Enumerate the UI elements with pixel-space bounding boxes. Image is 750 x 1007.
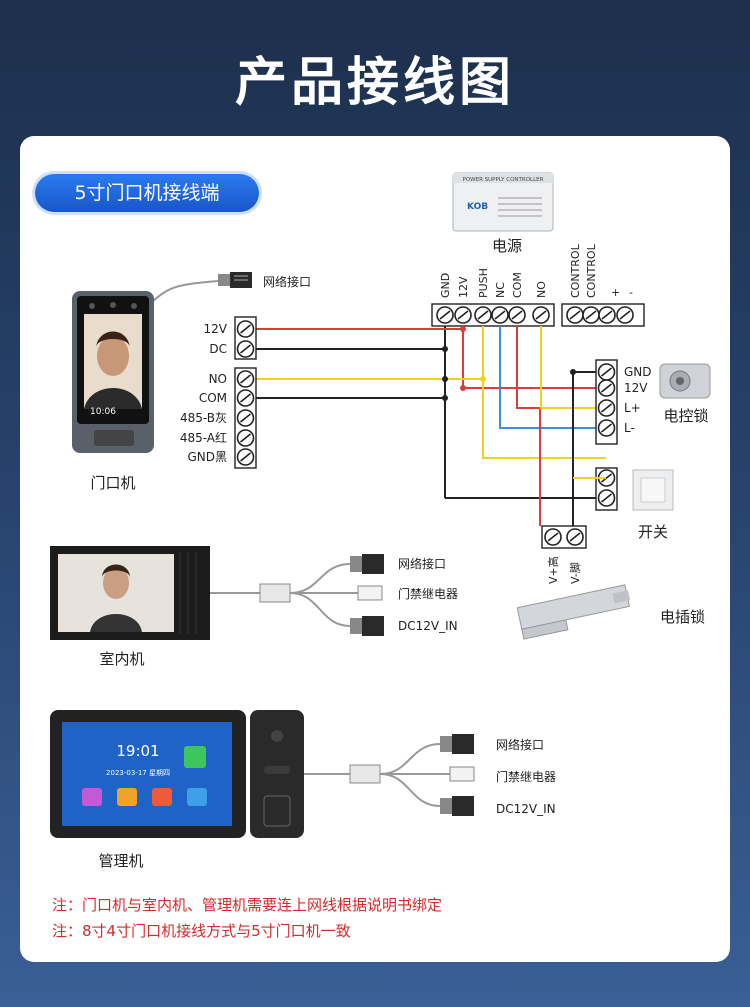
power-plate-header: POWER SUPPLY CONTROLLER xyxy=(463,177,544,183)
door-screen-time: 10:06 xyxy=(90,407,116,417)
lock-terminal-screw xyxy=(597,363,616,381)
control-terminal-screw xyxy=(582,306,600,324)
power-terminal-screw xyxy=(508,306,526,324)
indoor-cable-dc: DC12V_IN xyxy=(398,619,458,633)
lock-terminal-screw xyxy=(597,379,616,397)
wiring-diagram: POWER SUPPLY CONTROLLER KOB 电源 GND 12V PUS… xyxy=(50,172,711,870)
management-unit-device xyxy=(50,710,304,838)
diagram-card: 5寸门口机接线端 POWER SUPPLY CONTROLLER KOB 电源 … xyxy=(20,136,730,962)
network-connector-icon xyxy=(218,272,252,288)
management-relay-connector-icon xyxy=(449,766,475,782)
note-1: 注：门口机与室内机、管理机需要连上网线根据说明书绑定 xyxy=(52,896,443,914)
door-terminal-screw xyxy=(236,370,255,388)
lock-terminal-screw xyxy=(597,419,616,437)
control-terminal-label-3: - xyxy=(629,286,633,299)
management-cable-relay: 门禁继电器 xyxy=(496,769,556,784)
indoor-dc-connector-icon xyxy=(350,616,384,636)
door-terminal-label-2: NO xyxy=(209,372,227,386)
indoor-monitor-label: 室内机 xyxy=(99,650,144,668)
bolt-terminal-screw xyxy=(566,528,584,546)
indoor-cable-relay: 门禁继电器 xyxy=(398,586,458,601)
power-terminal-label-4: COM xyxy=(511,272,524,298)
section-title: 5寸门口机接线端 xyxy=(35,174,259,212)
switch-terminal-screw xyxy=(597,489,616,507)
power-terminal-screw xyxy=(436,306,454,324)
management-cable-network: 网络接口 xyxy=(496,737,544,752)
lock-terminal-label-3: L- xyxy=(624,421,635,435)
power-terminal-screw xyxy=(474,306,492,324)
power-brand: KOB xyxy=(467,202,488,212)
power-terminal-label-0: GND xyxy=(439,273,452,298)
bolt-terminal-screw xyxy=(544,528,562,546)
control-terminal-label-1: CONTROL xyxy=(585,243,598,298)
door-terminal-label-5: 485-A红 xyxy=(180,430,227,445)
indoor-monitor-device xyxy=(50,546,210,640)
electric-bolt-lock-icon xyxy=(516,584,631,640)
management-cable-dc: DC12V_IN xyxy=(496,802,556,816)
switch-label: 开关 xyxy=(638,523,668,541)
management-screen-date: 2023-03-17 星期四 xyxy=(106,769,170,777)
bolt-terminal-label-1: V-脚 xyxy=(568,562,582,584)
management-cable-splitter xyxy=(349,764,381,784)
door-terminal-label-4: 485-B灰 xyxy=(180,411,227,425)
door-terminal-screw xyxy=(236,340,255,358)
wire-junctions xyxy=(442,326,576,401)
electric-lock-label: 电控锁 xyxy=(663,407,708,425)
door-terminal-screw xyxy=(236,429,255,447)
note-2: 注：8寸4寸门口机接线方式与5寸门口机一致 xyxy=(52,922,351,940)
management-cables xyxy=(304,743,450,807)
lock-terminal-label-2: L+ xyxy=(624,401,641,415)
door-terminal-screw xyxy=(236,320,255,338)
door-terminal-screw xyxy=(236,389,255,407)
door-terminal-screw xyxy=(236,409,255,427)
control-terminal-label-2: + xyxy=(611,286,620,299)
indoor-cable-network: 网络接口 xyxy=(398,556,446,571)
door-terminal-label-3: COM xyxy=(199,391,227,405)
page-title: 产品接线图 xyxy=(234,53,515,113)
bolt-terminal-label-0: V+高 xyxy=(546,556,560,584)
exit-switch-icon xyxy=(632,469,674,511)
power-supply-unit: POWER SUPPLY CONTROLLER KOB xyxy=(452,172,554,232)
indoor-cable-splitter xyxy=(259,583,291,603)
door-terminal-label-6: GND黑 xyxy=(187,450,227,464)
power-supply-label: 电源 xyxy=(492,237,522,255)
door-terminal-screw xyxy=(236,448,255,466)
power-terminal-label-2: PUSH xyxy=(477,268,490,298)
lock-terminal-label-0: GND xyxy=(624,365,652,379)
door-terminal-label-0: 12V xyxy=(204,322,228,336)
management-screen-time: 19:01 xyxy=(116,742,159,760)
power-terminal-label-1: 12V xyxy=(457,276,470,298)
power-terminal-label-3: NC xyxy=(494,282,507,298)
bolt-lock-label: 电插锁 xyxy=(660,608,705,626)
power-terminal-screw xyxy=(532,306,550,324)
management-network-connector-icon xyxy=(440,734,474,754)
door-network-label: 网络接口 xyxy=(263,274,311,289)
power-terminal-label-5: NO xyxy=(535,281,548,298)
lock-terminal-label-1: 12V xyxy=(624,381,648,395)
door-station-label: 门口机 xyxy=(90,474,135,492)
electric-lock-icon xyxy=(659,363,711,399)
door-station-device xyxy=(72,291,154,453)
door-terminal-label-1: DC xyxy=(209,342,227,356)
management-dc-connector-icon xyxy=(440,796,474,816)
control-terminal-screw xyxy=(616,306,634,324)
control-terminal-label-0: CONTROL xyxy=(569,243,582,298)
lock-terminal-screw xyxy=(597,399,616,417)
indoor-cables xyxy=(210,563,358,627)
indoor-network-connector-icon xyxy=(350,554,384,574)
power-terminal-screw xyxy=(491,306,509,324)
indoor-relay-connector-icon xyxy=(357,585,383,601)
management-label: 管理机 xyxy=(98,852,143,870)
control-terminal-screw xyxy=(598,306,616,324)
power-terminal-screw xyxy=(454,306,472,324)
control-terminal-screw xyxy=(566,306,584,324)
